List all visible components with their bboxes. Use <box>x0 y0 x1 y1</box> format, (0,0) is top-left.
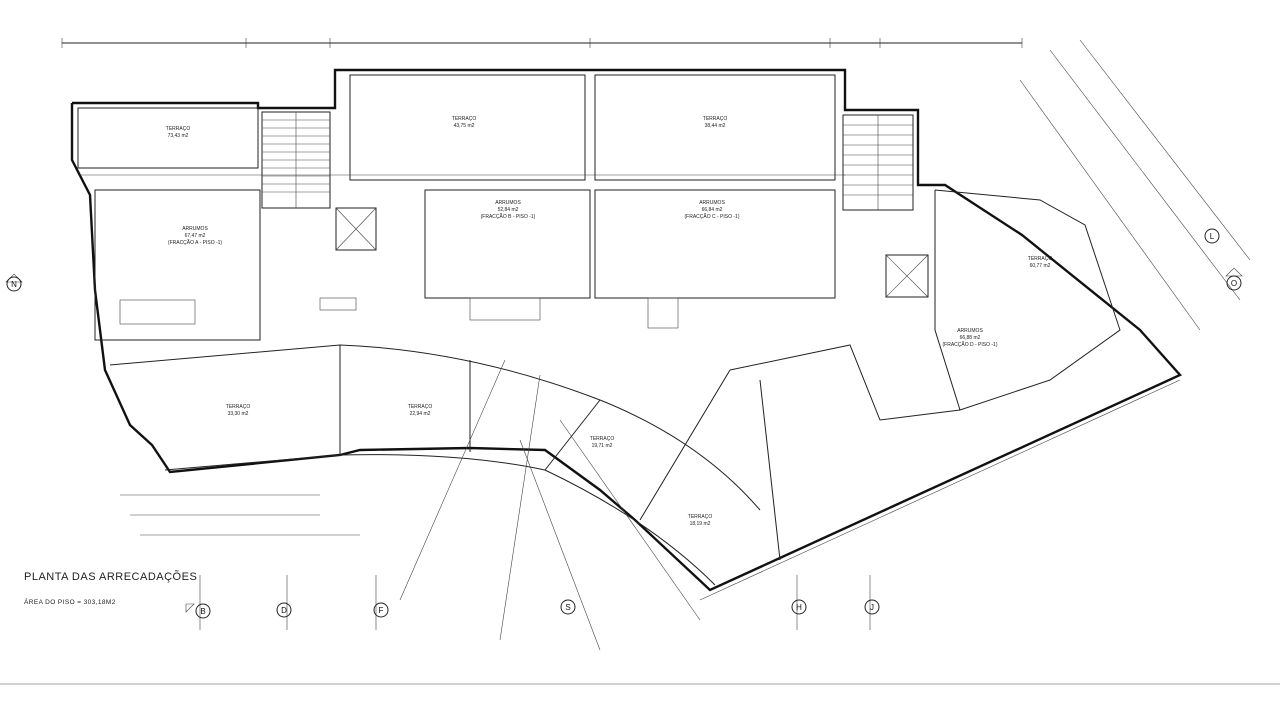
floor-area-label: ÁREA DO PISO = 303,18M2 <box>24 599 116 606</box>
axis-marker-s: S <box>560 599 576 615</box>
svg-text:TERRAÇO: TERRAÇO <box>408 404 433 410</box>
svg-text:66,88 m2: 66,88 m2 <box>960 335 981 341</box>
svg-text:B: B <box>200 607 205 616</box>
axis-marker-b: B <box>185 603 211 619</box>
svg-text:L: L <box>1210 232 1215 241</box>
axis-marker-n: N <box>5 273 23 292</box>
svg-text:TERRAÇO: TERRAÇO <box>452 116 477 122</box>
stair-left <box>261 111 331 209</box>
axis-marker-o: O <box>1225 267 1243 291</box>
axis-marker-d: D <box>276 602 292 618</box>
svg-text:TERRAÇO: TERRAÇO <box>1028 256 1053 262</box>
axis-marker-l: L <box>1204 228 1220 244</box>
svg-text:18,19 m2: 18,19 m2 <box>690 521 711 527</box>
svg-text:TERRAÇO: TERRAÇO <box>226 404 251 410</box>
svg-text:ARRUMOS: ARRUMOS <box>699 200 725 206</box>
axis-marker-h: H <box>791 599 807 615</box>
svg-text:60,77 m2: 60,77 m2 <box>1030 263 1051 269</box>
axis-marker-j: J <box>864 599 880 615</box>
svg-text:33,30 m2: 33,30 m2 <box>228 411 249 417</box>
svg-text:19,71 m2: 19,71 m2 <box>592 443 613 449</box>
outer-walls <box>70 68 1182 592</box>
svg-text:TERRAÇO: TERRAÇO <box>166 126 191 132</box>
construction-lines <box>120 39 1251 651</box>
svg-text:(FRACÇÃO C - PISO -1): (FRACÇÃO C - PISO -1) <box>684 213 739 220</box>
svg-text:ARRUMOS: ARRUMOS <box>495 200 521 206</box>
svg-text:(FRACÇÃO D - PISO -1): (FRACÇÃO D - PISO -1) <box>942 341 997 348</box>
elevator-left <box>335 207 377 251</box>
storage-walls <box>94 189 1121 411</box>
svg-text:ARRUMOS: ARRUMOS <box>957 328 983 334</box>
svg-text:66,84 m2: 66,84 m2 <box>702 207 723 213</box>
svg-text:O: O <box>1231 279 1237 288</box>
svg-text:TERRAÇO: TERRAÇO <box>688 514 713 520</box>
svg-text:73,43 m2: 73,43 m2 <box>168 133 189 139</box>
svg-text:TERRAÇO: TERRAÇO <box>590 436 615 442</box>
svg-text:TERRAÇO: TERRAÇO <box>703 116 728 122</box>
svg-text:43,75 m2: 43,75 m2 <box>454 123 475 129</box>
svg-text:H: H <box>796 603 802 612</box>
svg-text:ARRUMOS: ARRUMOS <box>182 226 208 232</box>
svg-text:N: N <box>11 280 17 289</box>
svg-text:67,47 m2: 67,47 m2 <box>185 233 206 239</box>
axis-marker-f: F <box>373 602 389 618</box>
svg-text:D: D <box>281 606 287 615</box>
svg-text:22,94 m2: 22,94 m2 <box>410 411 431 417</box>
svg-text:52,84 m2: 52,84 m2 <box>498 207 519 213</box>
top-dimension-line <box>61 38 1023 48</box>
svg-text:(FRACÇÃO B - PISO -1): (FRACÇÃO B - PISO -1) <box>481 213 536 220</box>
svg-text:(FRACÇÃO A - PISO -1): (FRACÇÃO A - PISO -1) <box>168 239 223 246</box>
svg-text:S: S <box>565 603 570 612</box>
svg-text:J: J <box>870 603 874 612</box>
svg-text:F: F <box>379 606 384 615</box>
svg-text:38,44 m2: 38,44 m2 <box>705 123 726 129</box>
axis-markers: N B D F S H J L O <box>5 228 1243 619</box>
elevator-right <box>885 254 929 298</box>
plan-title: PLANTA DAS ARRECADAÇÕES <box>24 571 198 583</box>
top-terraces <box>77 74 845 181</box>
lower-terraces <box>109 344 961 586</box>
stair-right <box>842 114 914 211</box>
